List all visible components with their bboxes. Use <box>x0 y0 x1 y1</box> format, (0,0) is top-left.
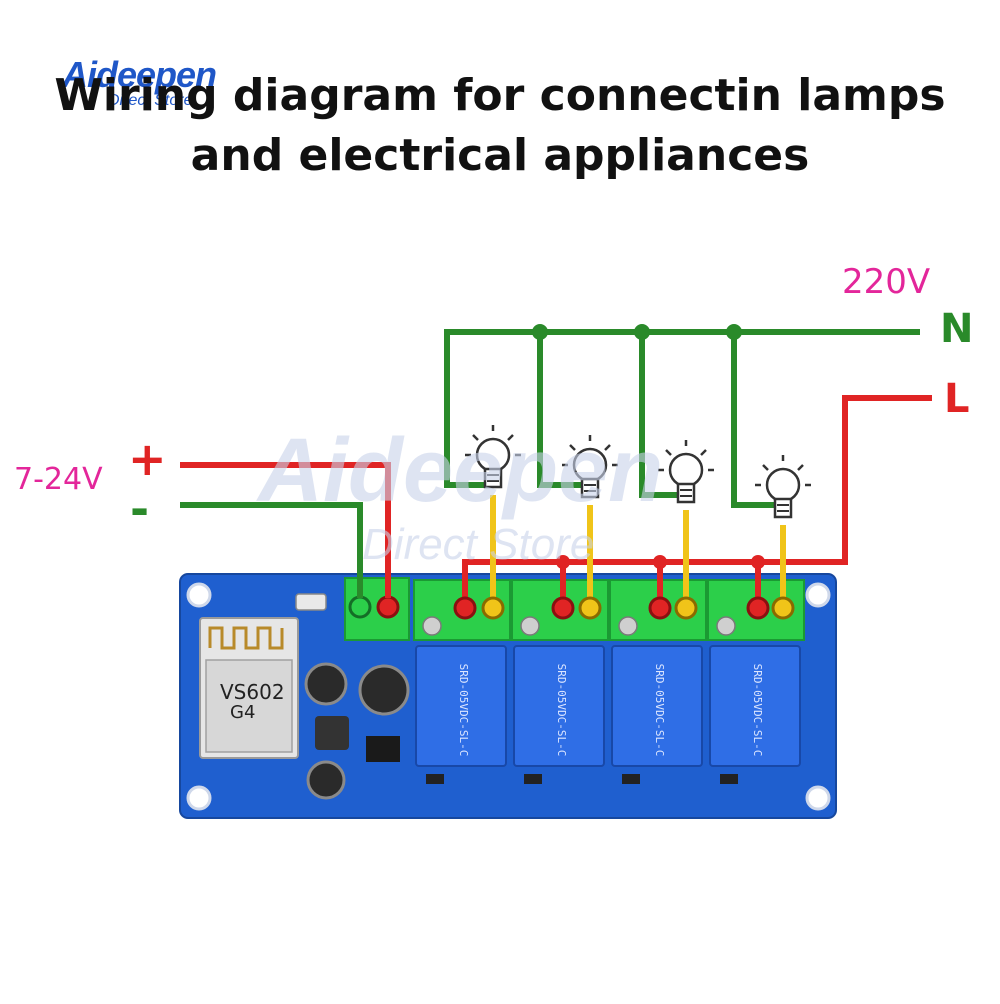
terminal-screw <box>716 616 736 636</box>
dc-minus-terminal <box>348 595 372 619</box>
lightbulb-icon <box>562 435 618 499</box>
relay <box>611 645 703 767</box>
page-title-line1: Wiring diagram for connectin lamps <box>54 70 946 121</box>
relay-marking: SRD-05VDC-SL-C <box>653 664 666 757</box>
relay-no-terminal <box>481 596 505 620</box>
dc-minus-wire <box>180 502 363 598</box>
neutral-wire <box>444 329 920 488</box>
relay-com-terminal <box>551 596 575 620</box>
relay-group: SRD-05VDC-SL-C SRD-05VDC-SL-C SRD-05VDC-SL… <box>348 579 805 784</box>
relay-com-terminal <box>453 596 477 620</box>
relay-marking: SRD-05VDC-SL-C <box>555 664 568 757</box>
live-junction <box>556 555 570 569</box>
live-junction <box>653 555 667 569</box>
relay-no-terminal <box>674 596 698 620</box>
module-code-label: G4 <box>230 702 256 723</box>
led-indicator <box>720 774 738 784</box>
neutral-branch-wire <box>537 332 590 488</box>
lightbulb-icon <box>465 425 521 489</box>
mounting-hole <box>805 582 831 608</box>
mains-voltage-label: 220V <box>842 262 931 302</box>
neutral-branch-wire <box>639 332 686 498</box>
neutral-junction <box>634 324 650 340</box>
brand-logo: Aideepen <box>62 54 217 95</box>
live-junction <box>751 555 765 569</box>
terminal-screw <box>618 616 638 636</box>
inductor <box>315 716 349 750</box>
capacitor <box>306 760 346 800</box>
relay-marking: SRD-05VDC-SL-C <box>457 664 470 757</box>
neutral-branch-wire <box>731 332 783 508</box>
mounting-hole <box>186 785 212 811</box>
terminal-screw <box>422 616 442 636</box>
neutral-junction <box>726 324 742 340</box>
module-name-label: VS602 <box>220 680 285 704</box>
dc-plus-terminal <box>376 595 400 619</box>
relay <box>415 645 507 767</box>
lightbulb-icon <box>658 440 714 504</box>
led-indicator <box>622 774 640 784</box>
dc-voltage-label: 7-24V <box>14 462 103 497</box>
lamp-group <box>465 425 811 519</box>
wifi-antenna-trace <box>208 626 284 650</box>
relay <box>513 645 605 767</box>
led-indicator <box>426 774 444 784</box>
relay-no-terminal <box>771 596 795 620</box>
wire-group <box>180 324 932 620</box>
regulator-chip <box>366 736 400 762</box>
relay <box>709 645 801 767</box>
set-button <box>295 593 327 611</box>
relay-com-terminal <box>746 596 770 620</box>
watermark-logo: Aideepen <box>258 421 664 521</box>
mounting-hole <box>186 582 212 608</box>
wifi-shield <box>205 659 293 753</box>
led-indicator <box>524 774 542 784</box>
lightbulb-icon <box>755 455 811 519</box>
terminal-screw <box>520 616 540 636</box>
page-title-line2: and electrical appliances <box>190 130 810 181</box>
dc-plus-wire <box>180 462 391 598</box>
brand-subtitle: Direct Store <box>108 92 193 109</box>
capacitor <box>358 664 410 716</box>
relay-marking: SRD-05VDC-SL-C <box>751 664 764 757</box>
relay-com-terminal <box>648 596 672 620</box>
live-wire <box>462 395 932 608</box>
relay-no-terminal <box>578 596 602 620</box>
capacitor <box>304 662 348 706</box>
live-label: L <box>944 376 970 422</box>
dc-minus-label: - <box>130 482 150 536</box>
neutral-label: N <box>940 306 974 352</box>
watermark-subtitle: Direct Store <box>362 520 595 569</box>
neutral-junction <box>532 324 548 340</box>
dc-plus-label: + <box>128 432 167 486</box>
mounting-hole <box>805 785 831 811</box>
